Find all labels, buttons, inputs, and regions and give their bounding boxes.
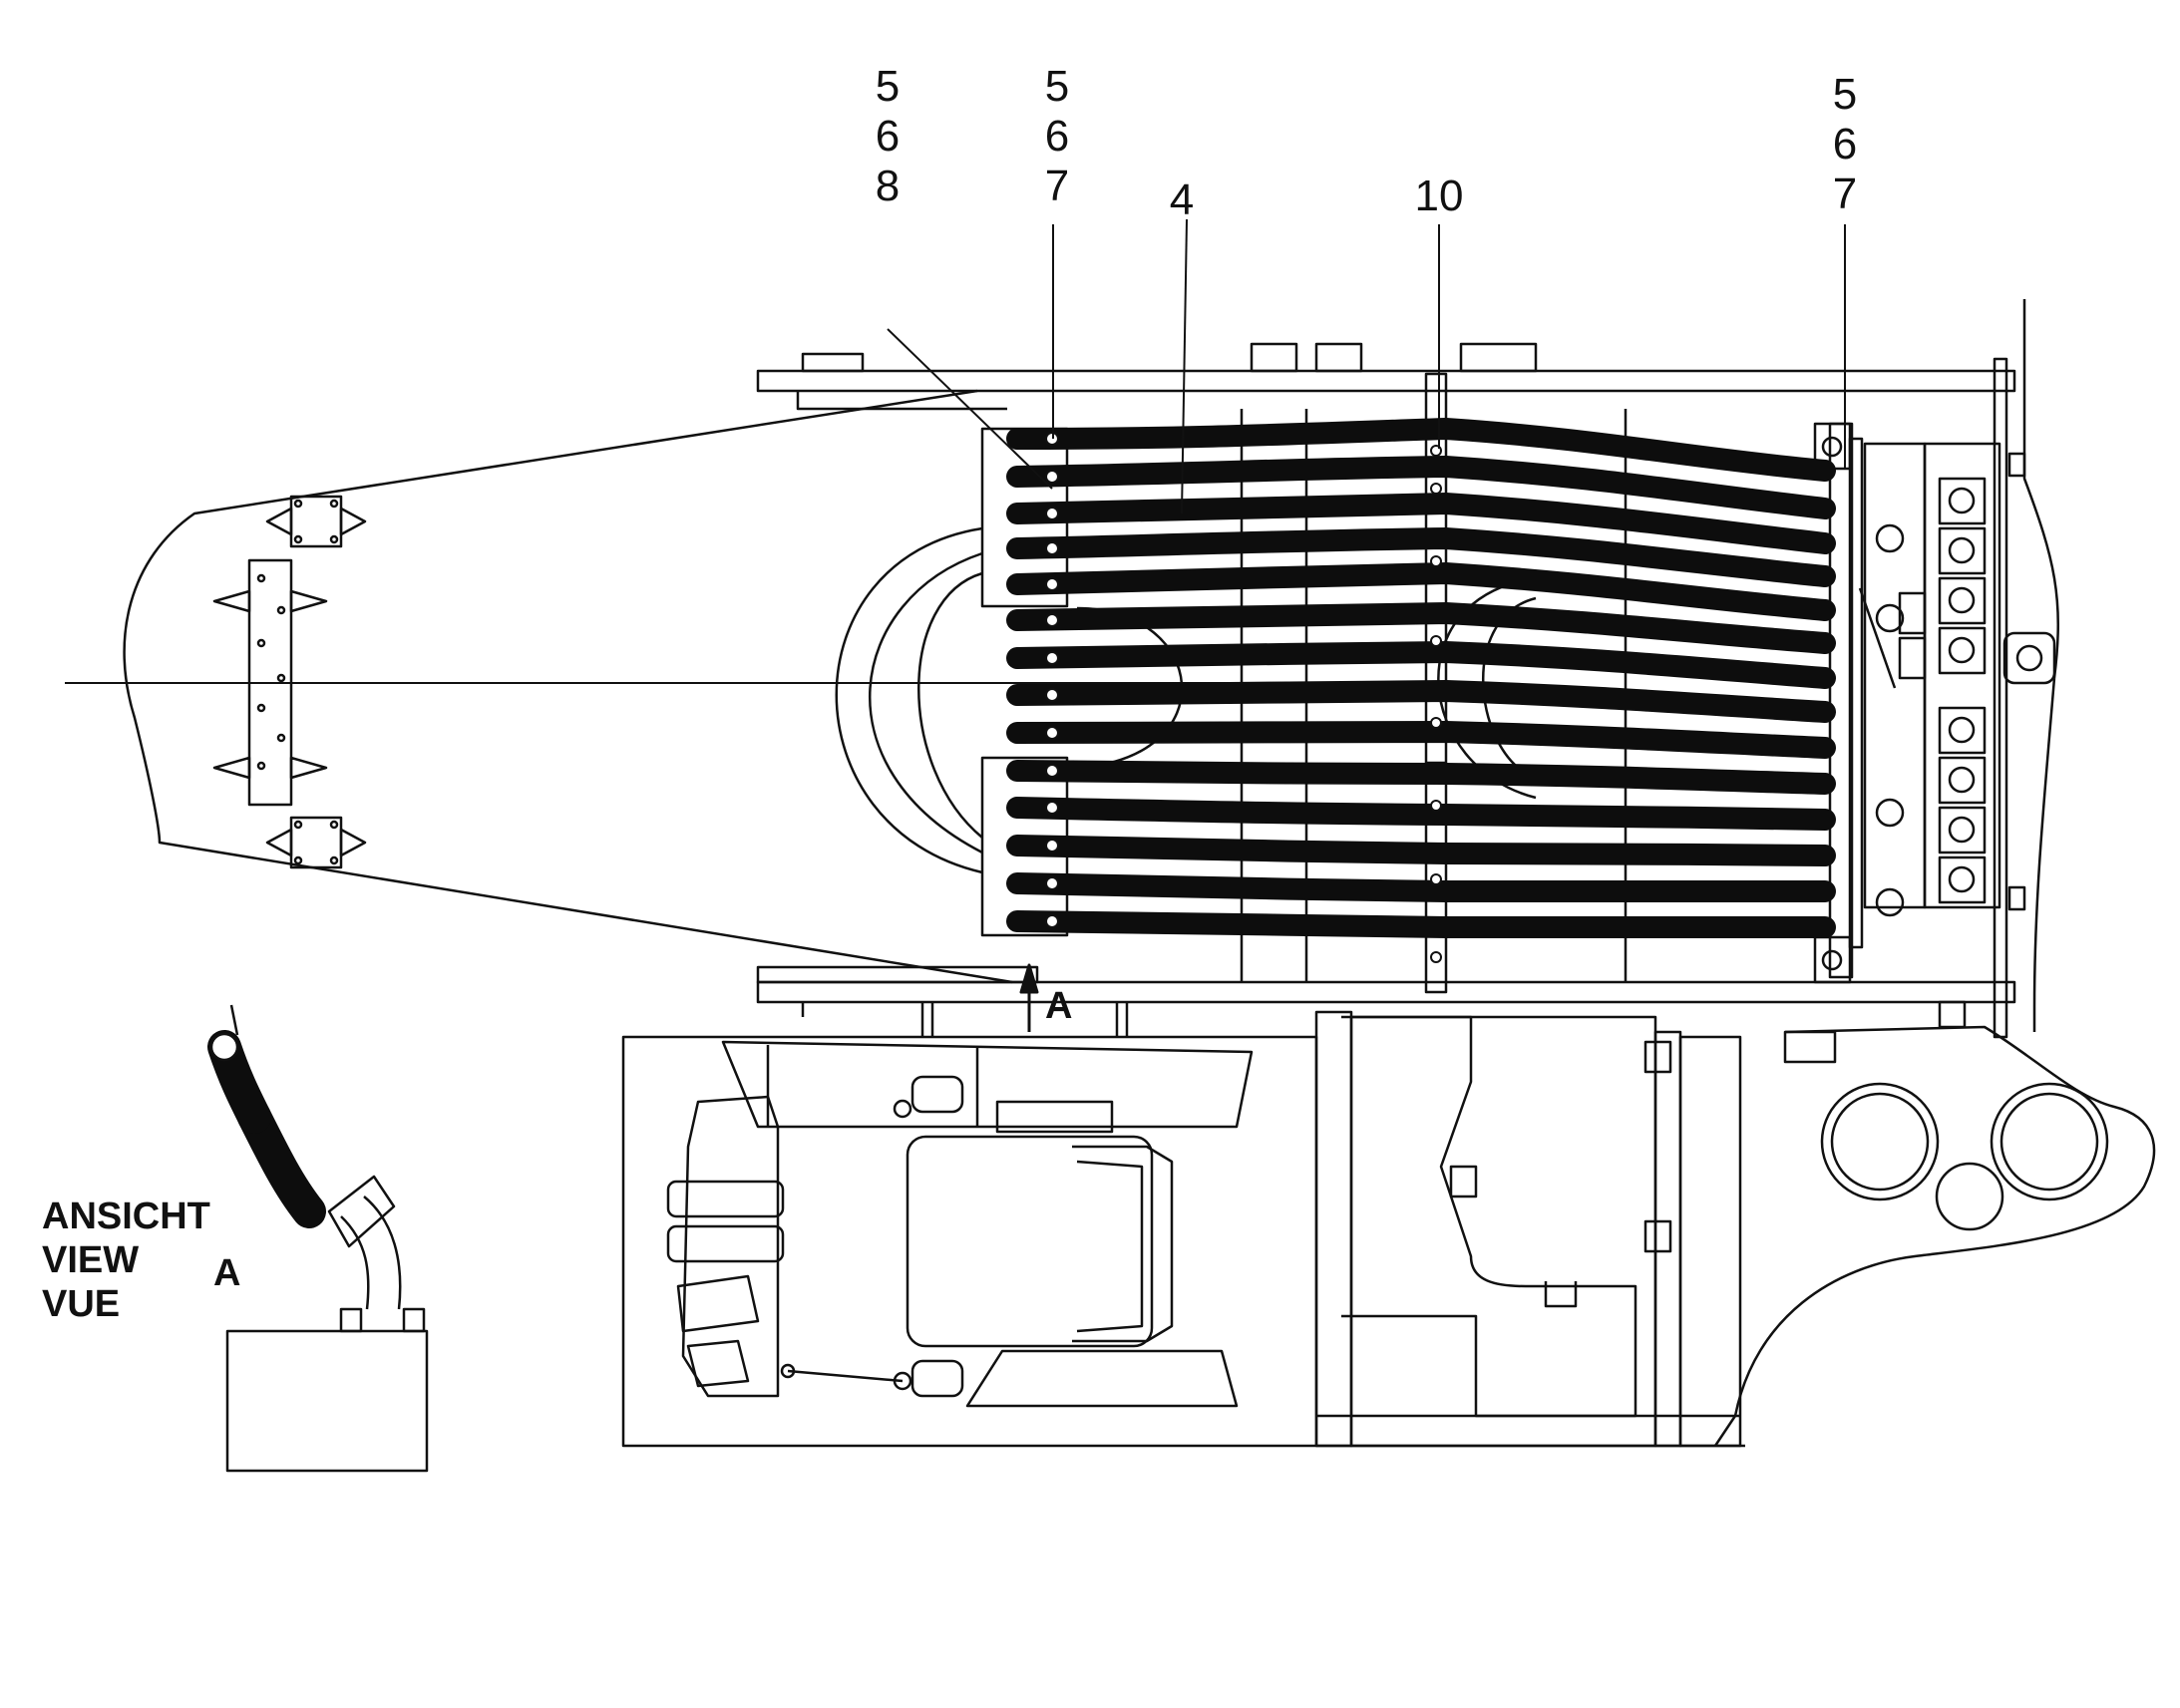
frame-bottom-plate <box>756 965 2016 1017</box>
counterweight-block <box>1341 1015 1637 1418</box>
boom-bracket-top <box>265 495 367 548</box>
valve-stack-lower <box>1938 706 1987 904</box>
boom-center-strip <box>212 558 328 807</box>
view-arrow-a <box>1019 963 1039 1032</box>
right-bulkhead <box>1828 299 2059 1039</box>
engine-housing <box>1713 1000 2156 1447</box>
valve-stack-upper <box>1938 477 1987 675</box>
fitting-bolts <box>1858 523 1927 917</box>
view-label: ANSICHT VIEW VUE <box>42 1196 210 1325</box>
callout-5-6-7-right: 5 6 7 <box>1832 70 1858 218</box>
hose-fittings <box>1045 432 1442 963</box>
lower-frame <box>621 1002 1745 1448</box>
hose-end-plate <box>1813 422 1864 984</box>
callout-4: 4 <box>1169 175 1195 224</box>
boom-bracket-bottom <box>265 816 367 869</box>
boom-outline <box>123 389 1013 984</box>
view-a-inset <box>207 1004 429 1473</box>
callout-5-6-8: 5 6 8 <box>875 62 901 210</box>
callout-10: 10 <box>1414 171 1464 220</box>
hose-bundle <box>1006 418 1836 939</box>
operator-cab <box>666 1040 1254 1408</box>
leader-lines <box>887 218 1846 514</box>
view-arrow-letter: A <box>1045 985 1073 1027</box>
view-label-letter: A <box>213 1252 241 1294</box>
callout-5-6-7-left: 5 6 7 <box>1044 62 1070 210</box>
frame-top-plate <box>756 342 2016 411</box>
